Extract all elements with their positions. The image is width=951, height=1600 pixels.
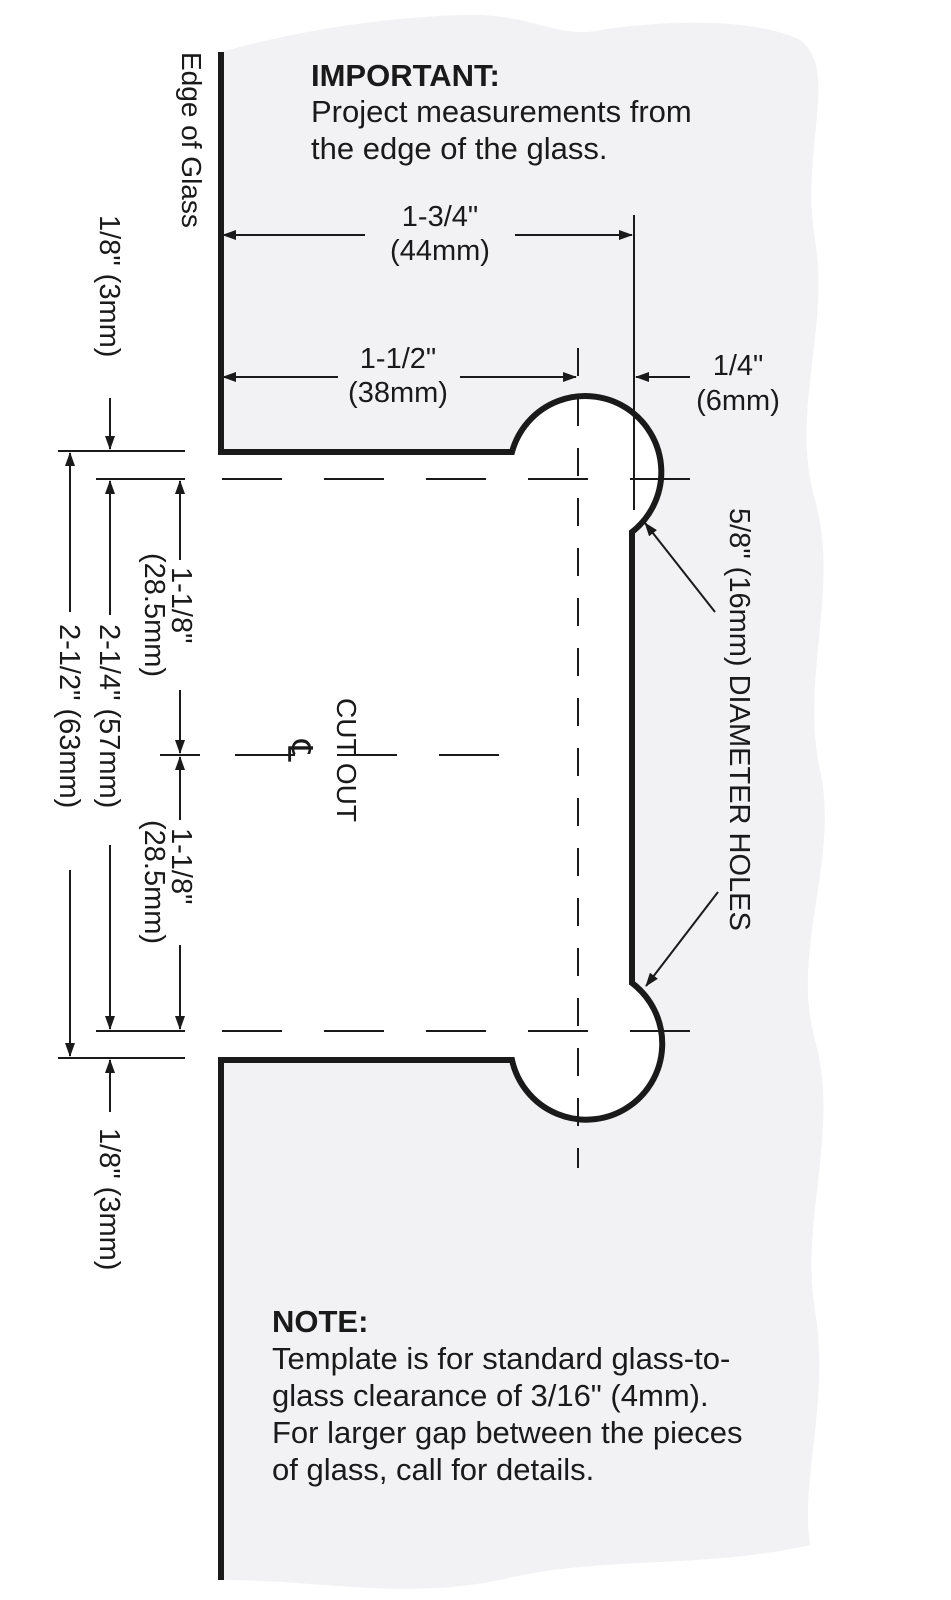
- glass-panel: [221, 14, 825, 1589]
- dim-half-lower-inch: 1-1/8": [165, 828, 197, 904]
- dim-eighth-top-label: 1/8" (3mm): [93, 215, 125, 357]
- leader-arrow-hole-top: [644, 522, 716, 613]
- important-title: IMPORTANT:: [311, 58, 500, 93]
- important-line-2: the edge of the glass.: [311, 131, 607, 166]
- dim-half-upper-inch: 1-1/8": [165, 567, 197, 643]
- dim-total-label: 2-1/2" (63mm): [53, 624, 85, 808]
- dim-38mm-metric: (38mm): [348, 377, 448, 409]
- leader-arrow-hole-bottom: [645, 891, 719, 987]
- centerline-symbol: ℄: [280, 739, 318, 762]
- edge-of-glass-label: Edge of Glass: [176, 52, 207, 228]
- note-line-1: Template is for standard glass-to-: [272, 1341, 730, 1376]
- note-line-4: of glass, call for details.: [272, 1452, 594, 1487]
- diameter-holes-label: 5/8" (16mm) DIAMETER HOLES: [723, 508, 755, 931]
- edge-of-glass-line-upper: [218, 52, 666, 1580]
- note-line-2: glass clearance of 3/16" (4mm).: [272, 1378, 709, 1413]
- cutout-label: CUT OUT: [331, 698, 362, 822]
- dim-half-lower-metric: (28.5mm): [138, 820, 170, 944]
- dim-44mm-metric: (44mm): [390, 235, 490, 267]
- dim-44mm-inch: 1-3/4": [402, 201, 478, 233]
- dim-6mm-metric: (6mm): [696, 385, 780, 417]
- note-line-3: For larger gap between the pieces: [272, 1415, 742, 1450]
- dim-eighth-bottom-label: 1/8" (3mm): [93, 1128, 125, 1270]
- important-line-1: Project measurements from: [311, 94, 692, 129]
- note-title: NOTE:: [272, 1304, 368, 1339]
- dim-38mm-inch: 1-1/2": [360, 343, 436, 375]
- dim-6mm-inch: 1/4": [713, 350, 764, 382]
- dim-half-upper-metric: (28.5mm): [138, 553, 170, 677]
- dim-span-label: 2-1/4" (57mm): [93, 624, 125, 808]
